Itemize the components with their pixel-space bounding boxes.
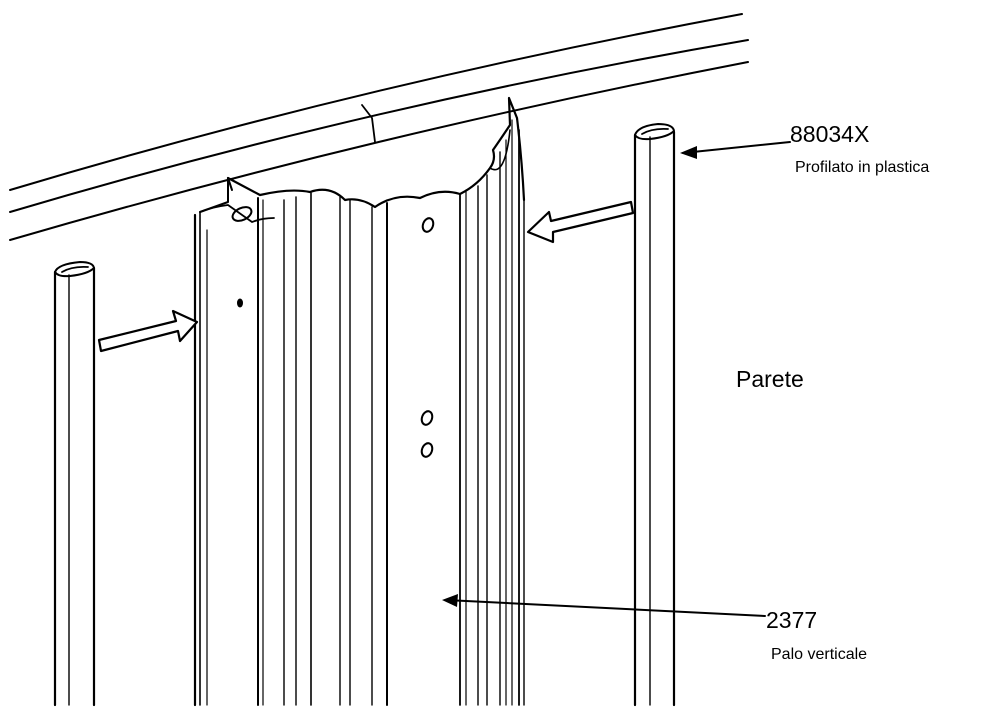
wall-label: Parete xyxy=(736,366,804,392)
vertical-post xyxy=(193,96,526,707)
leader-profile-arrowhead xyxy=(680,146,697,159)
post-part-code: 2377 xyxy=(766,607,818,633)
leader-post xyxy=(445,599,766,617)
leader-post-arrowhead xyxy=(442,594,458,607)
left-plastic-profile xyxy=(53,261,96,707)
insert-arrow-right xyxy=(526,200,635,244)
profile-part-code: 88034X xyxy=(790,121,870,147)
right-plastic-profile xyxy=(633,123,676,707)
profile-part-description: Profilato in plastica xyxy=(795,159,930,176)
insert-arrow-left xyxy=(97,309,199,353)
post-part-description: Palo verticale xyxy=(771,646,868,663)
top-rail xyxy=(9,13,749,241)
leader-profile xyxy=(682,141,791,154)
